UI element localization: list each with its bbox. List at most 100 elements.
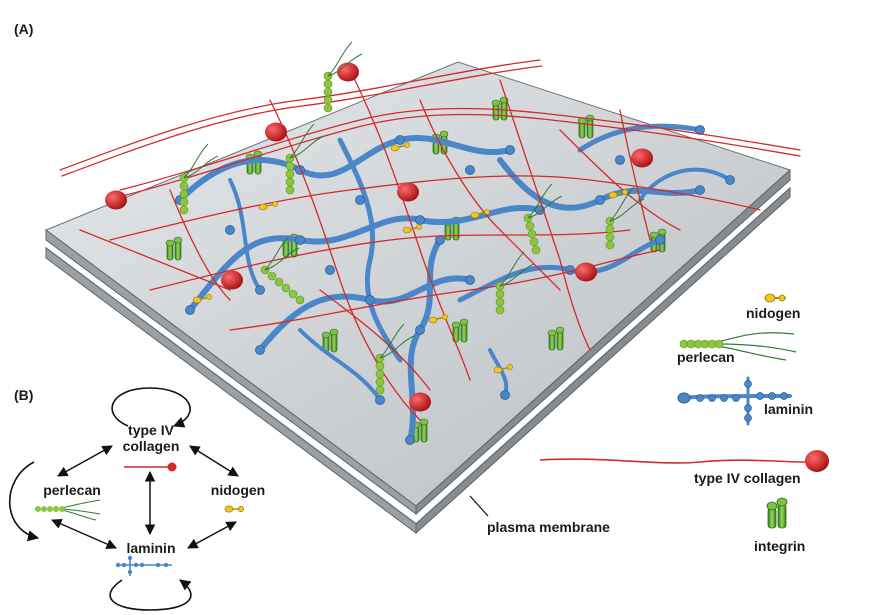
nidogen (258, 201, 278, 211)
perlecan-self-loop (8, 461, 40, 542)
perlecan (605, 186, 645, 250)
legend: nidogen perlecan laminin type IV collage… (539, 293, 829, 554)
collagen-head (105, 190, 127, 210)
panel-b-label: (B) (14, 387, 33, 403)
laminin-bead (655, 235, 665, 245)
node-nidogen-icon (224, 505, 244, 513)
laminin-bead (127, 569, 133, 575)
legend-perlecan-icon (679, 332, 797, 361)
arrow-collagen-nidogen (189, 445, 239, 477)
laminin-bead (725, 175, 735, 185)
node-laminin-icon (115, 555, 172, 576)
laminin-bead (395, 135, 405, 145)
nidogen (390, 142, 410, 152)
collagen-head (631, 148, 653, 168)
nidogen (470, 209, 490, 219)
laminin-bead (255, 345, 265, 355)
collagen-head (397, 182, 419, 202)
laminin-bead (768, 392, 776, 400)
node-perlecan: perlecan (43, 482, 101, 498)
laminin-bead (708, 394, 716, 402)
laminin-bead (465, 165, 475, 175)
perlecan (260, 235, 305, 305)
collagen-head (265, 122, 287, 142)
nidogen (402, 224, 422, 234)
laminin-bead (435, 235, 445, 245)
legend-nidogen-icon (764, 293, 786, 303)
collagen-network (59, 59, 801, 421)
node-collagen-line1: type IV (128, 422, 175, 438)
laminin-bead (744, 414, 752, 422)
nidogen-cluster (192, 142, 628, 374)
legend-laminin-label: laminin (764, 401, 813, 417)
nidogen (608, 189, 628, 199)
integrin (165, 236, 183, 261)
node-collagen-line2: collagen (123, 438, 180, 454)
collagen-head (221, 270, 243, 290)
legend-nidogen-label: nidogen (746, 305, 800, 321)
laminin-bead (415, 215, 425, 225)
laminin-bead (615, 155, 625, 165)
laminin-bead (595, 195, 605, 205)
laminin-bead (744, 380, 752, 388)
node-nidogen: nidogen (211, 482, 265, 498)
laminin-bead (756, 392, 764, 400)
laminin-bead (127, 555, 133, 561)
laminin-bead (405, 435, 415, 445)
legend-collagen-icon (539, 450, 829, 472)
laminin-bead (115, 562, 121, 568)
laminin-bead (695, 185, 705, 195)
panel-b-schematic: type IV collagen perlecan nidogen lamini… (8, 387, 265, 611)
node-laminin: laminin (126, 540, 175, 556)
perlecan-bead (41, 506, 47, 512)
perlecan (495, 251, 535, 315)
laminin-bead (225, 225, 235, 235)
laminin-bead (720, 394, 728, 402)
laminin-bead (121, 562, 127, 568)
laminin-bead (325, 265, 335, 275)
nidogen (192, 294, 212, 304)
perlecan-cluster (179, 41, 645, 395)
laminin-self-loop (109, 579, 192, 611)
legend-laminin-icon (677, 376, 792, 426)
laminin-bead (365, 295, 375, 305)
laminin-bead (295, 235, 305, 245)
laminin-bead (375, 395, 385, 405)
arrow-nidogen-laminin (187, 521, 237, 549)
laminin-bead (415, 325, 425, 335)
arrow-collagen-perlecan (57, 445, 113, 477)
laminin-bead (155, 562, 161, 568)
panel-a-label: (A) (14, 21, 33, 37)
node-collagen-icon (124, 462, 177, 472)
perlecan (523, 183, 563, 255)
membrane-label: plasma membrane (487, 519, 610, 535)
collagen-self-loop (111, 387, 191, 428)
laminin-bead (255, 285, 265, 295)
collagen-head (575, 262, 597, 282)
perlecan-bead (59, 506, 65, 512)
legend-integrin-icon (766, 497, 788, 529)
perlecan (179, 143, 219, 215)
collagen-head (409, 392, 431, 412)
perlecan (285, 123, 325, 195)
laminin-bead (744, 404, 752, 412)
laminin-bead (465, 275, 475, 285)
laminin-bead (696, 394, 704, 402)
nidogen (493, 364, 513, 374)
laminin-bead (133, 562, 139, 568)
laminin-bead (163, 562, 169, 568)
laminin-bead (565, 265, 575, 275)
perlecan-bead (53, 506, 59, 512)
laminin-bead (500, 390, 510, 400)
integrin (547, 326, 565, 351)
perlecan-bead (714, 339, 724, 349)
laminin-bead (185, 305, 195, 315)
nidogen (428, 314, 448, 324)
laminin-bead (355, 195, 365, 205)
legend-collagen-label: type IV collagen (694, 470, 801, 486)
integrin (451, 318, 469, 343)
perlecan (375, 323, 415, 395)
laminin-bead (139, 562, 145, 568)
